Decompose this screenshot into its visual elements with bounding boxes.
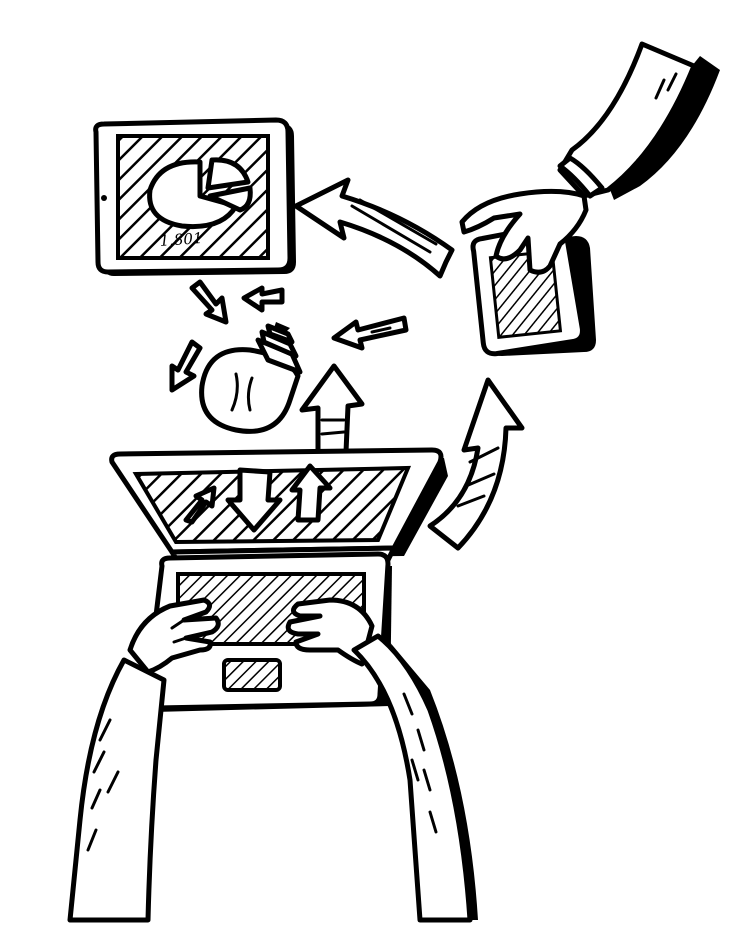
right-arm [351,633,478,923]
trackpad [222,658,282,692]
arm-with-phone [459,41,720,357]
tablet: 1.801 [93,117,297,276]
screen-diag-arrow-icon [183,485,217,525]
up-arrow-icon [299,363,365,457]
tablet-screen-text: 1.801 [159,229,203,250]
arrow-phone-to-tablet-icon [293,177,455,279]
small-arrow-left-icon [241,285,285,313]
screen-down-arrow-icon [225,467,283,533]
pie-chart-icon [147,157,253,230]
left-arm [67,657,167,923]
small-arrow-down-left-icon [169,339,203,393]
small-arrow-down-icon [189,279,229,325]
small-arrow-right-left-icon [331,315,409,351]
screen-up-arrow-icon [289,463,333,523]
lightbulb-icon [199,322,303,434]
left-hand [127,597,221,675]
curved-arrow-up-icon [427,377,525,551]
right-hand [285,597,375,667]
